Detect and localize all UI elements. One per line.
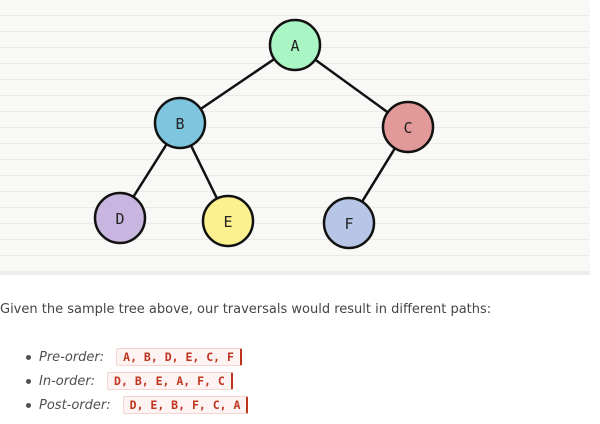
traversal-label-post-order: Post-order: — [39, 397, 111, 413]
node-f-circle — [322, 196, 376, 250]
node-b-label: B — [175, 115, 184, 133]
traversal-value-in-order: D, B, E, A, F, C — [107, 372, 233, 390]
node-a-label: A — [290, 37, 299, 55]
tree-node-f: F — [322, 196, 376, 250]
list-item: In-order: D, B, E, A, F, C — [26, 369, 248, 393]
traversal-value-pre-order: A, B, D, E, C, F — [116, 348, 242, 366]
node-e-circle — [201, 194, 255, 248]
tree-diagram-panel: A B C D E F — [0, 0, 590, 275]
bullet-icon — [26, 378, 31, 384]
tree-node-e: E — [201, 194, 255, 248]
list-item: Post-order: D, E, B, F, C, A — [26, 393, 249, 417]
node-b-circle — [153, 96, 207, 150]
node-a-circle — [268, 18, 322, 72]
node-c-circle — [381, 100, 435, 154]
bullet-icon — [26, 354, 31, 360]
bullet-icon — [26, 402, 31, 408]
intro-paragraph: Given the sample tree above, our travers… — [0, 302, 492, 317]
tree-node-a: A — [268, 18, 322, 72]
node-d-circle — [93, 191, 147, 245]
traversal-label-in-order: In-order: — [39, 373, 96, 389]
traversal-list: Pre-order: A, B, D, E, C, F In-order: D,… — [26, 345, 249, 417]
node-e-label: E — [223, 213, 232, 231]
tree-diagram: A B C D E F — [93, 18, 435, 250]
list-item: Pre-order: A, B, D, E, C, F — [26, 345, 248, 369]
tree-node-b: B — [153, 96, 207, 150]
tree-node-d: D — [93, 191, 147, 245]
traversal-label-pre-order: Pre-order: — [39, 349, 105, 365]
node-c-label: C — [403, 119, 412, 137]
node-f-label: F — [344, 215, 353, 233]
node-d-label: D — [115, 210, 124, 228]
tree-node-c: C — [381, 100, 435, 154]
traversal-value-post-order: D, E, B, F, C, A — [122, 396, 249, 414]
